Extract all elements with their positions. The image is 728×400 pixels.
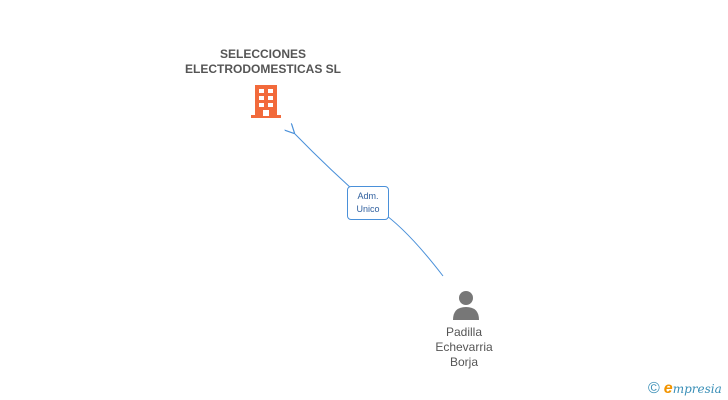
- person-icon[interactable]: [450, 289, 482, 321]
- brand-logo-initial: e: [663, 380, 673, 397]
- relation-label-line1: Adm.: [357, 191, 379, 201]
- relation-label-line2: Unico: [356, 204, 380, 214]
- company-name-line1: SELECCIONES: [219, 47, 306, 61]
- brand-logo: © e mpresia: [648, 380, 722, 398]
- copyright-icon: ©: [648, 380, 660, 397]
- person-name-line2: Echevarria: [435, 340, 493, 354]
- relation-label[interactable]: Adm. Unico: [347, 186, 389, 220]
- company-name[interactable]: SELECCIONES ELECTRODOMESTICAS SL: [163, 47, 363, 77]
- brand-logo-text: mpresia: [672, 382, 722, 396]
- company-name-line2: ELECTRODOMESTICAS SL: [184, 62, 341, 76]
- person-name-line1: Padilla: [445, 325, 483, 339]
- building-icon[interactable]: [249, 83, 283, 119]
- person-name-line3: Borja: [449, 355, 478, 369]
- person-name[interactable]: Padilla Echevarria Borja: [404, 325, 524, 370]
